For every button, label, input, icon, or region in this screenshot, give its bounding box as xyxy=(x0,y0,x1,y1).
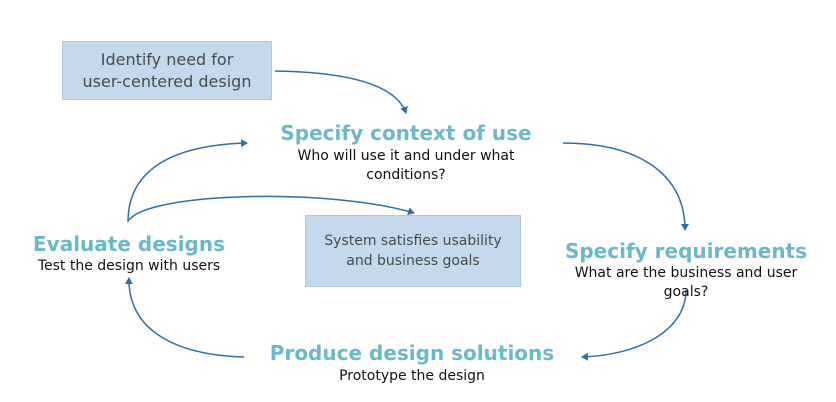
stage-produce-design-solutions-title: Produce design solutions xyxy=(269,341,555,365)
arrow-context-to-requirements xyxy=(562,142,689,231)
arrow-evaluate-to-context xyxy=(127,139,248,223)
system-satisfies-goals-box: System satisfies usability and business … xyxy=(305,215,521,287)
stage-evaluate-designs-description: Test the design with users xyxy=(37,258,221,274)
stage-evaluate-designs-title: Evaluate designs xyxy=(33,232,225,256)
stage-produce-design-solutions-description: Prototype the design xyxy=(339,368,485,384)
stage-evaluate-designs: Evaluate designs Test the design with us… xyxy=(18,232,240,276)
arrow-need-to-context xyxy=(274,70,408,114)
stage-specify-context: Specify context of use Who will use it a… xyxy=(270,121,542,185)
stage-specify-requirements-title: Specify requirements xyxy=(564,239,808,263)
system-satisfies-goals-text: System satisfies usability and business … xyxy=(324,233,502,269)
stage-specify-context-title: Specify context of use xyxy=(280,121,532,145)
identify-need-box: Identify need for user-centered design xyxy=(62,41,272,100)
stage-specify-context-description: Who will use it and under what condition… xyxy=(297,148,515,183)
stage-specify-requirements: Specify requirements What are the busine… xyxy=(552,239,820,302)
stage-produce-design-solutions: Produce design solutions Prototype the d… xyxy=(252,341,572,386)
arrow-produce-to-evaluate xyxy=(124,277,245,358)
identify-need-text: Identify need for user-centered design xyxy=(82,49,252,91)
stage-specify-requirements-description: What are the business and user goals? xyxy=(574,265,798,300)
